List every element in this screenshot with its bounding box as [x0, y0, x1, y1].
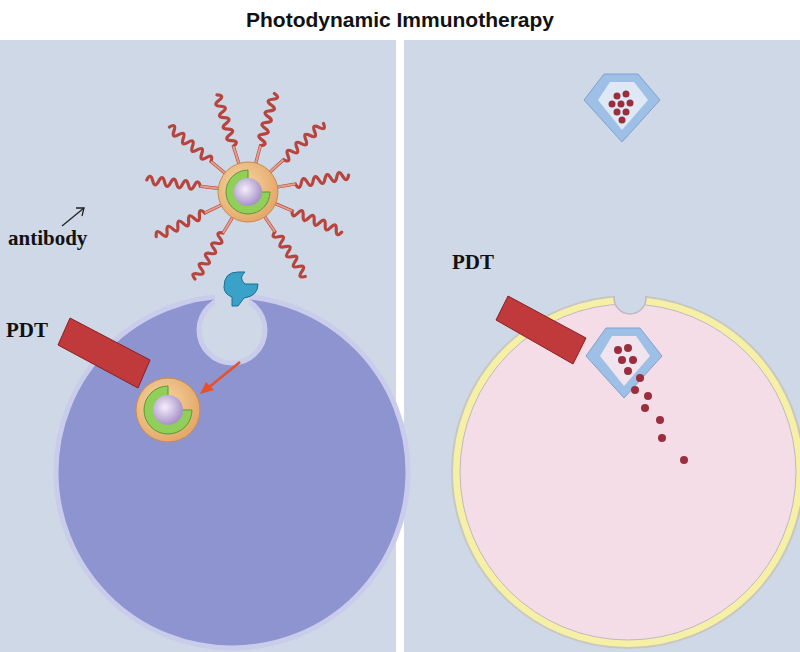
figure-title: Photodynamic Immunotherapy	[246, 8, 554, 32]
treated-cell	[452, 276, 800, 648]
callout-label: antibody	[8, 226, 87, 251]
antibody-chain	[278, 173, 349, 188]
nanoparticle	[218, 162, 278, 222]
antibody-linker	[223, 218, 232, 233]
receptor	[224, 272, 258, 306]
antibody-chain	[156, 205, 221, 236]
antibody-chain	[270, 123, 324, 171]
callout-label: PDT	[452, 250, 494, 275]
antibody-linker	[256, 146, 261, 163]
antibody-chain	[169, 126, 225, 173]
antibody-linker	[211, 161, 225, 172]
antibody-linker	[200, 186, 218, 188]
antibody-chains	[147, 93, 349, 279]
leader-arrow	[62, 208, 84, 226]
antibody-linker	[205, 205, 221, 213]
antibody-chain	[147, 176, 218, 189]
antibody-chain	[276, 204, 342, 235]
antibody-linker	[276, 204, 293, 211]
antibody-linker	[278, 184, 296, 187]
callout-label: PDT	[6, 318, 48, 343]
antibody-linker	[265, 217, 275, 232]
uptake-arrow	[200, 362, 240, 394]
internalized-nanoparticle	[136, 378, 200, 442]
antibody-chain	[216, 95, 239, 164]
pdt-light-source	[496, 296, 586, 364]
antibody-chain	[265, 217, 305, 277]
target-cell	[56, 290, 408, 648]
antibody-chain	[193, 218, 233, 279]
crystal-releasing	[586, 328, 688, 464]
antibody-linker	[270, 160, 283, 172]
antibody-chain	[256, 93, 278, 163]
pdt-light-source	[58, 318, 150, 388]
crystal-carrier	[584, 74, 660, 142]
antibody-linker	[233, 146, 238, 163]
